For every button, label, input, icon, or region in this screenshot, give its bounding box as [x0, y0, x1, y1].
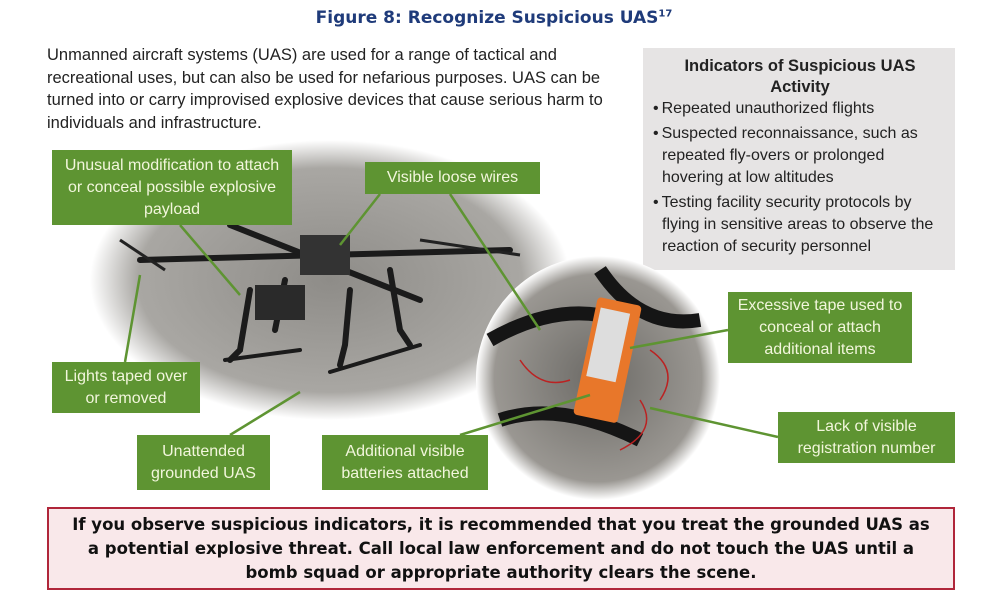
- figure-title-text: Figure 8: Recognize Suspicious UAS: [315, 8, 659, 28]
- indicator-item: Repeated unauthorized flights: [653, 98, 947, 120]
- indicator-item: Testing facility security protocols by f…: [653, 192, 947, 258]
- indicators-box: Indicators of Suspicious UAS Activity Re…: [643, 48, 955, 270]
- footnote-ref: 17: [658, 8, 673, 20]
- figure-title: Figure 8: Recognize Suspicious UAS17: [0, 8, 988, 28]
- warning-box: If you observe suspicious indicators, it…: [47, 507, 955, 590]
- callout-grounded: Unattended grounded UAS: [137, 435, 270, 490]
- indicators-list: Repeated unauthorized flights Suspected …: [653, 98, 947, 258]
- callout-loose-wires: Visible loose wires: [365, 162, 540, 194]
- callout-registration: Lack of visible registration number: [778, 412, 955, 463]
- callout-modification: Unusual modification to attach or concea…: [52, 150, 292, 225]
- callout-batteries: Additional visible batteries attached: [322, 435, 488, 490]
- callout-leader-lines: [123, 193, 779, 439]
- intro-paragraph: Unmanned aircraft systems (UAS) are used…: [47, 46, 603, 132]
- callout-lights: Lights taped over or removed: [52, 362, 200, 413]
- drone-closeup-photo: [476, 256, 720, 500]
- callout-tape: Excessive tape used to conceal or attach…: [728, 292, 912, 363]
- indicators-heading: Indicators of Suspicious UAS Activity: [684, 57, 916, 96]
- indicator-item: Suspected reconnaissance, such as repeat…: [653, 123, 947, 189]
